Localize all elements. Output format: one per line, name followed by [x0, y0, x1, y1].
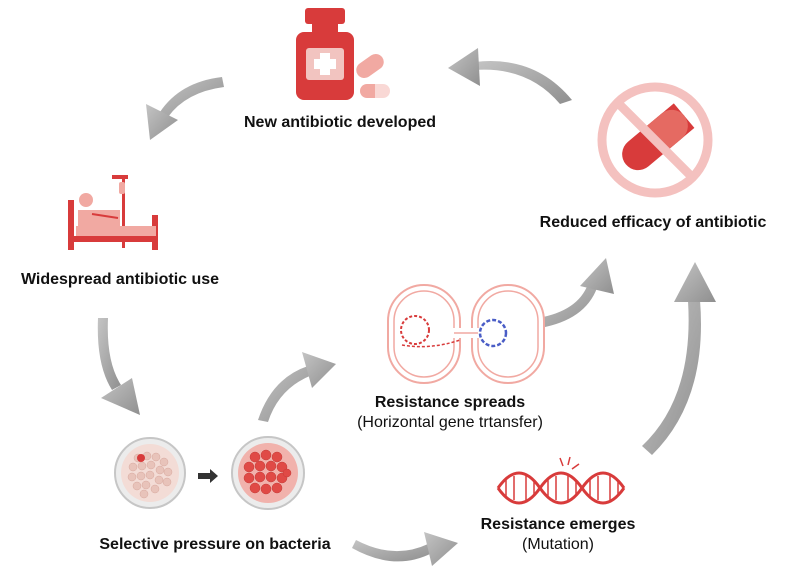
node-resistance-emerges-title: Resistance emerges: [480, 516, 636, 533]
node-resistance-emerges-subtitle: (Mutation): [521, 536, 595, 553]
arrow-widespread-to-selective: [97, 318, 140, 415]
arrow-new-to-widespread: [146, 77, 224, 140]
node-resistance-spreads-subtitle: (Horizontal gene trtansfer): [357, 414, 543, 431]
node-selective-pressure: Selective pressure on bacteria: [80, 535, 350, 555]
medicine-bottle-and-pills-icon: [296, 8, 390, 100]
node-widespread-use: Widespread antibiotic use: [0, 270, 240, 290]
arrow-selective-to-spreads: [258, 352, 336, 422]
node-selective-pressure-title: Selective pressure on bacteria: [99, 536, 331, 553]
node-resistance-spreads-title: Resistance spreads: [374, 394, 526, 411]
node-new-antibiotic: New antibiotic developed: [225, 113, 455, 133]
node-resistance-emerges: Resistance emerges (Mutation): [468, 515, 648, 555]
node-resistance-spreads: Resistance spreads (Horizontal gene trta…: [335, 393, 565, 433]
arrow-emerges-to-reduced: [642, 262, 716, 455]
hospital-bed-patient-icon: [68, 175, 158, 250]
node-widespread-use-title: Widespread antibiotic use: [20, 271, 220, 288]
petri-dishes-icon: [114, 436, 305, 510]
arrow-reduced-to-new: [448, 48, 572, 104]
node-reduced-efficacy-title: Reduced efficacy of antibiotic: [539, 214, 767, 231]
bacteria-conjugation-icon: [387, 284, 545, 384]
dna-helix-icon: [496, 456, 626, 505]
arrow-selective-to-emerges: [352, 532, 458, 566]
arrow-spreads-to-reduced: [538, 258, 614, 328]
node-reduced-efficacy: Reduced efficacy of antibiotic: [528, 213, 778, 233]
node-new-antibiotic-title: New antibiotic developed: [243, 114, 437, 131]
no-pill-icon: [597, 82, 713, 198]
